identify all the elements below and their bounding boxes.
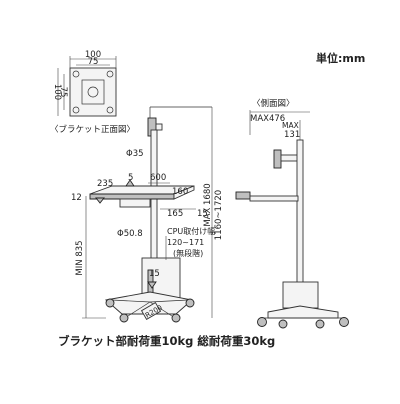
cpu-width-title: CPU取付け幅 (167, 226, 215, 236)
dim-235: 235 (97, 179, 113, 189)
bracket-hole (106, 106, 114, 114)
side-caster (339, 317, 349, 327)
unit-label: 単位:mm (316, 52, 366, 65)
dim-600: 600 (150, 173, 166, 183)
pole-dia-label: Φ35 (126, 149, 144, 159)
dim-165: 165 (167, 209, 183, 219)
max476-label: MAX476 (250, 114, 285, 124)
side-tray-arm (249, 195, 299, 202)
base-plate-label (140, 302, 162, 320)
dim-5: 5 (128, 173, 133, 183)
side-caster (257, 317, 267, 327)
cpu-width-range: 120~171 (167, 238, 204, 247)
tray-mount (119, 198, 151, 208)
side-view-stand: 〈側面図〉 MAX476 MAX 131 (235, 98, 349, 329)
front-view-stand: Φ35 235 5 600 160 12 165 15 Φ50.8 15 CPU… (71, 106, 224, 323)
bracket-height-inner: 75 (58, 87, 68, 98)
caster (171, 313, 181, 323)
max131-label: 131 (284, 130, 300, 140)
dim-160: 160 (172, 187, 188, 197)
caster (119, 313, 129, 323)
bracket-front-view: 100 75 100 75 〈ブラケット正面図〉 (50, 50, 135, 135)
dim-12: 12 (71, 193, 82, 203)
bracket-plate (69, 67, 117, 117)
side-pole (296, 139, 304, 297)
side-arm (280, 154, 300, 162)
side-caster (278, 319, 288, 329)
dim-15b: 15 (149, 269, 160, 279)
side-tray (235, 191, 251, 200)
bracket-caption: 〈ブラケット正面図〉 (50, 124, 135, 135)
range-label: 1160~1720 (214, 190, 224, 240)
bracket-inner (81, 79, 105, 105)
caster (185, 298, 195, 308)
cpu-width-note: (無段階) (173, 248, 203, 258)
bracket-hole (106, 70, 114, 78)
bracket-hole (72, 106, 80, 114)
load-caption: ブラケット部耐荷重10kg 総耐荷重30kg (58, 334, 276, 348)
side-caster (315, 319, 325, 329)
bracket-height-outer: 100 (52, 84, 62, 100)
min-label: MIN 835 (75, 240, 85, 275)
side-cpu-holder (282, 281, 319, 309)
side-bracket (273, 149, 282, 169)
dim-15a: 15 (197, 209, 208, 219)
side-base (267, 305, 339, 319)
bracket-width-outer: 100 (85, 50, 101, 60)
bracket-center (87, 86, 99, 98)
base-dia-label: Φ50.8 (117, 229, 143, 239)
max-label: MAX 1680 (203, 183, 213, 226)
bracket-width-inner: 75 (88, 57, 99, 67)
caster (105, 298, 115, 308)
side-view-title: 〈側面図〉 (252, 98, 295, 109)
max131-top: MAX (282, 121, 299, 130)
bracket-hole (72, 70, 80, 78)
